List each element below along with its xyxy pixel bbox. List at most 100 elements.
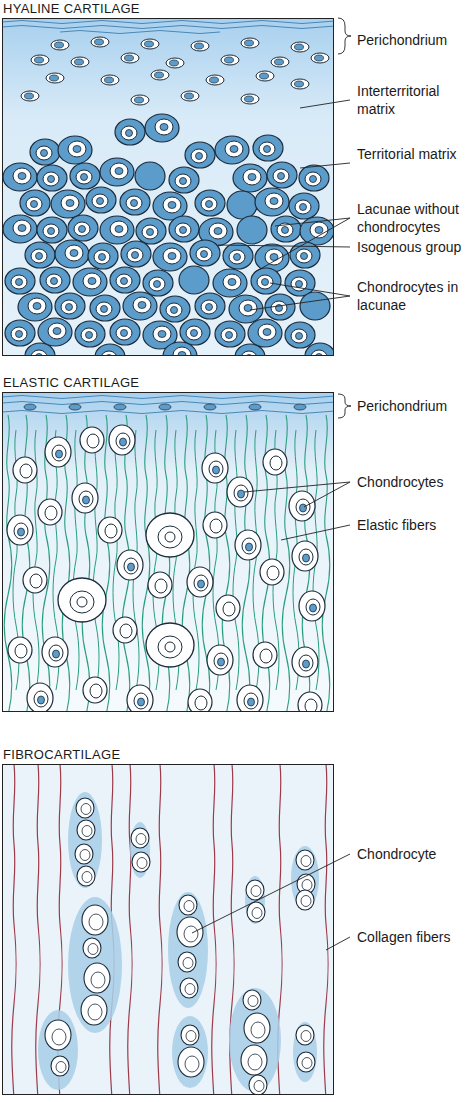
drawing-part — [166, 58, 184, 68]
drawing-part — [212, 764, 217, 1095]
drawing-part — [299, 165, 329, 191]
drawing-part — [305, 343, 334, 356]
drawing-part — [100, 216, 134, 244]
drawing-part — [4, 415, 330, 712]
drawing-part — [255, 188, 289, 216]
drawing-part — [153, 243, 187, 271]
drawing-part — [250, 296, 350, 310]
drawing-part — [2, 411, 334, 414]
drawing-part — [82, 905, 108, 935]
leader-lines — [192, 18, 351, 950]
drawing-part — [326, 937, 350, 950]
drawing-part — [293, 1022, 317, 1082]
callout-label: Chondrocytes — [357, 473, 471, 491]
drawing-part — [300, 100, 350, 108]
drawing-part — [3, 163, 37, 191]
drawing-part — [253, 642, 277, 668]
drawing-part — [289, 193, 319, 219]
drawing-part — [38, 792, 319, 1092]
drawing-part — [300, 163, 350, 168]
drawing-part — [5, 268, 35, 294]
drawing-part — [296, 1025, 314, 1045]
drawing-part — [260, 559, 284, 585]
drawing-part — [70, 163, 100, 189]
drawing-part — [291, 42, 309, 52]
drawing-part — [55, 293, 85, 319]
drawing-part — [146, 623, 194, 667]
drawing-part — [38, 1010, 78, 1090]
drawing-part — [113, 617, 137, 643]
callout-label: Chondrocytes in lacunae — [357, 278, 471, 314]
callout-label: Chondrocyte — [357, 845, 471, 863]
drawing-part — [123, 292, 157, 320]
drawing-part — [127, 685, 153, 712]
drawing-part — [101, 75, 119, 85]
drawing-part — [185, 142, 215, 168]
panel-box: FIBROCARTILAGE — [2, 764, 334, 1095]
drawing-part — [267, 162, 297, 188]
drawing-part — [2, 764, 334, 1095]
drawing-part — [24, 404, 36, 410]
drawing-part — [2, 396, 334, 399]
drawing-part — [215, 136, 249, 164]
drawing-part — [193, 430, 199, 690]
drawing-part — [51, 1056, 69, 1076]
drawing-part — [148, 572, 172, 598]
drawing-part — [242, 415, 250, 712]
drawing-part — [73, 268, 107, 296]
drawing-part — [4, 415, 12, 712]
panel-box: HYALINE CARTILAGE — [2, 18, 334, 356]
drawing-part — [181, 1025, 199, 1045]
drawing-part — [180, 978, 198, 998]
drawing-part — [86, 187, 116, 213]
drawing-part — [163, 342, 197, 356]
drawing-part — [235, 344, 265, 356]
drawing-part — [37, 165, 67, 191]
drawing-part — [169, 216, 199, 242]
drawing-part — [25, 242, 55, 268]
drawing-part — [324, 764, 329, 1095]
drawing-part — [51, 40, 69, 50]
drawing-part — [245, 876, 265, 924]
drawing-part — [187, 567, 213, 597]
drawing-part — [24, 404, 306, 410]
drawing-part — [18, 293, 52, 321]
drawing-part — [192, 854, 350, 933]
drawing-part — [121, 241, 151, 267]
callout-label: Collagen fibers — [357, 928, 471, 946]
drawing-part — [40, 267, 70, 293]
drawing-part — [109, 425, 135, 455]
drawing-part — [68, 897, 122, 1033]
drawing-part — [248, 319, 282, 347]
drawing-part — [233, 164, 267, 192]
drawing-part — [3, 114, 334, 356]
drawing-part — [38, 318, 72, 346]
drawing-part — [102, 415, 110, 712]
drawing-part — [27, 683, 53, 712]
drawing-part — [25, 343, 55, 356]
drawing-part — [181, 91, 199, 101]
drawing-part — [141, 39, 159, 49]
drawing-part — [145, 114, 179, 142]
drawing-part — [263, 449, 287, 475]
drawing-part — [110, 319, 140, 345]
drawing-part — [247, 902, 265, 922]
drawing-part — [80, 427, 104, 453]
drawing-part — [46, 73, 64, 83]
drawing-part — [227, 191, 257, 219]
drawing-part — [81, 995, 107, 1025]
drawing-part — [177, 917, 203, 947]
drawing-part — [215, 321, 245, 347]
drawing-part — [180, 319, 210, 345]
drawing-part — [300, 292, 330, 320]
drawing-part — [296, 850, 314, 870]
drawing-part — [135, 162, 165, 190]
drawing-part — [213, 269, 247, 297]
drawing-part — [146, 513, 194, 557]
drawing-part — [169, 167, 199, 193]
drawing-part — [71, 57, 89, 67]
drawing-part — [77, 820, 95, 840]
drawing-part — [30, 139, 60, 165]
drawing-part — [45, 1020, 71, 1050]
